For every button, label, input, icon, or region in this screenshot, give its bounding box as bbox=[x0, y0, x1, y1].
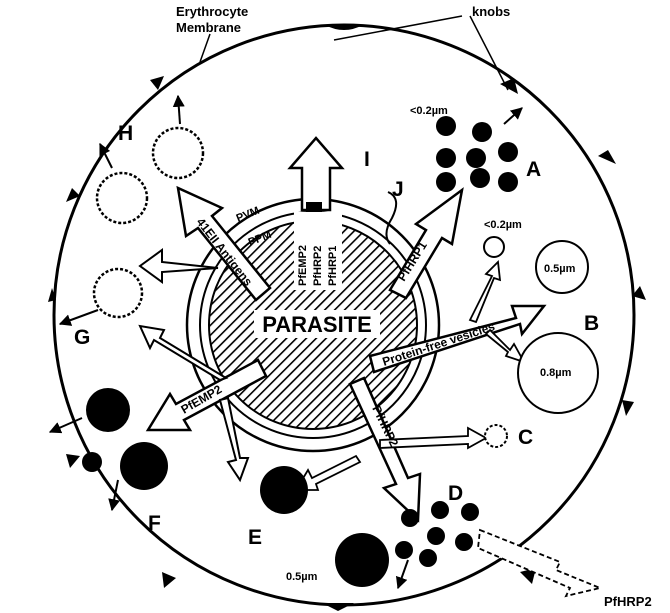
size-label-a: <0.2µm bbox=[410, 105, 448, 117]
letter-i: I bbox=[364, 148, 370, 171]
letter-e: E bbox=[248, 526, 262, 549]
letter-d: D bbox=[448, 482, 463, 505]
vesicle-g bbox=[94, 269, 142, 317]
pfhrp1-top-label: PfHRP1 bbox=[327, 246, 339, 286]
size-label-small: <0.2µm bbox=[484, 219, 522, 231]
erythrocyte-label-line1: Erythrocyte bbox=[176, 4, 248, 19]
aggregate-d-large bbox=[335, 533, 389, 587]
letter-j: J bbox=[392, 178, 404, 201]
vesicle-h-1 bbox=[153, 128, 203, 178]
letter-h: H bbox=[118, 122, 133, 145]
letter-c: C bbox=[518, 426, 533, 449]
size-label-08: 0.8µm bbox=[540, 367, 572, 379]
pfemp2-top-label: PfEMP2 bbox=[297, 245, 309, 286]
letter-f: F bbox=[148, 512, 161, 535]
erythrocyte-label-line2: Membrane bbox=[176, 20, 241, 35]
pfhrp2-top-label: PfHRP2 bbox=[312, 246, 324, 286]
letter-a: A bbox=[526, 158, 541, 181]
aggregate-f-2 bbox=[82, 452, 102, 472]
aggregate-f-1 bbox=[86, 388, 130, 432]
parasite-label: PARASITE bbox=[262, 312, 372, 337]
vesicle-b-small bbox=[484, 237, 504, 257]
vesicle-h-2 bbox=[97, 173, 147, 223]
pfhrp2-out-label: PfHRP2 bbox=[604, 594, 652, 609]
letter-b: B bbox=[584, 312, 599, 335]
vesicle-c bbox=[485, 425, 507, 447]
aggregate-f-3 bbox=[120, 442, 168, 490]
letter-g: G bbox=[74, 326, 90, 349]
size-label-d: 0.5µm bbox=[286, 571, 318, 583]
knobs-label: knobs bbox=[472, 4, 510, 19]
aggregate-e bbox=[260, 466, 308, 514]
size-label-05: 0.5µm bbox=[544, 263, 576, 275]
